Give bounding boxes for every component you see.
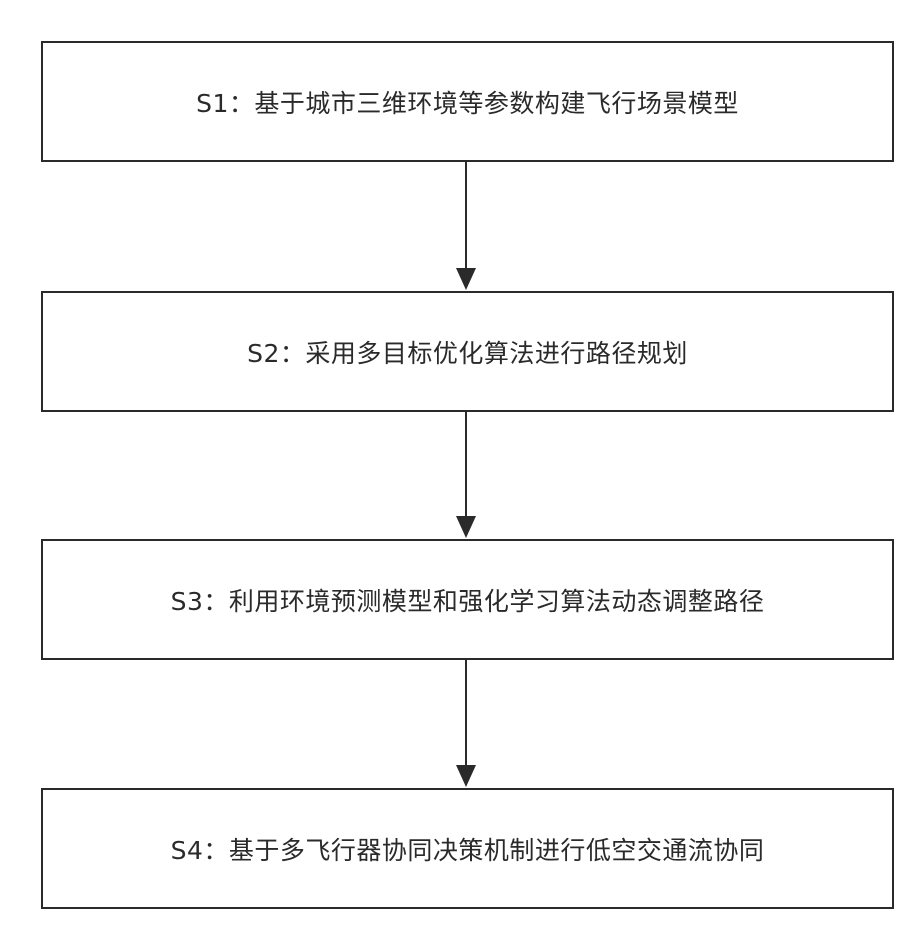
step-label-s4: S4：基于多飞行器协同决策机制进行低空交通流协同 [171, 831, 765, 867]
step-label-s2: S2：采用多目标优化算法进行路径规划 [247, 334, 688, 370]
step-box-s2: S2：采用多目标优化算法进行路径规划 [41, 291, 894, 412]
step-label-s1: S1：基于城市三维环境等参数构建飞行场景模型 [196, 84, 739, 120]
step-box-s4: S4：基于多飞行器协同决策机制进行低空交通流协同 [41, 788, 894, 909]
step-box-s3: S3：利用环境预测模型和强化学习算法动态调整路径 [41, 539, 894, 660]
step-box-s1: S1：基于城市三维环境等参数构建飞行场景模型 [41, 41, 894, 162]
arrow-s3-s4-head [456, 765, 476, 787]
arrow-s3-to-s4 [456, 660, 476, 787]
arrow-s2-to-s3 [456, 412, 476, 538]
step-label-s3: S3：利用环境预测模型和强化学习算法动态调整路径 [171, 582, 765, 618]
arrow-s1-to-s2 [456, 162, 476, 290]
arrow-s1-s2-head [456, 268, 476, 290]
arrow-s2-s3-head [456, 516, 476, 538]
